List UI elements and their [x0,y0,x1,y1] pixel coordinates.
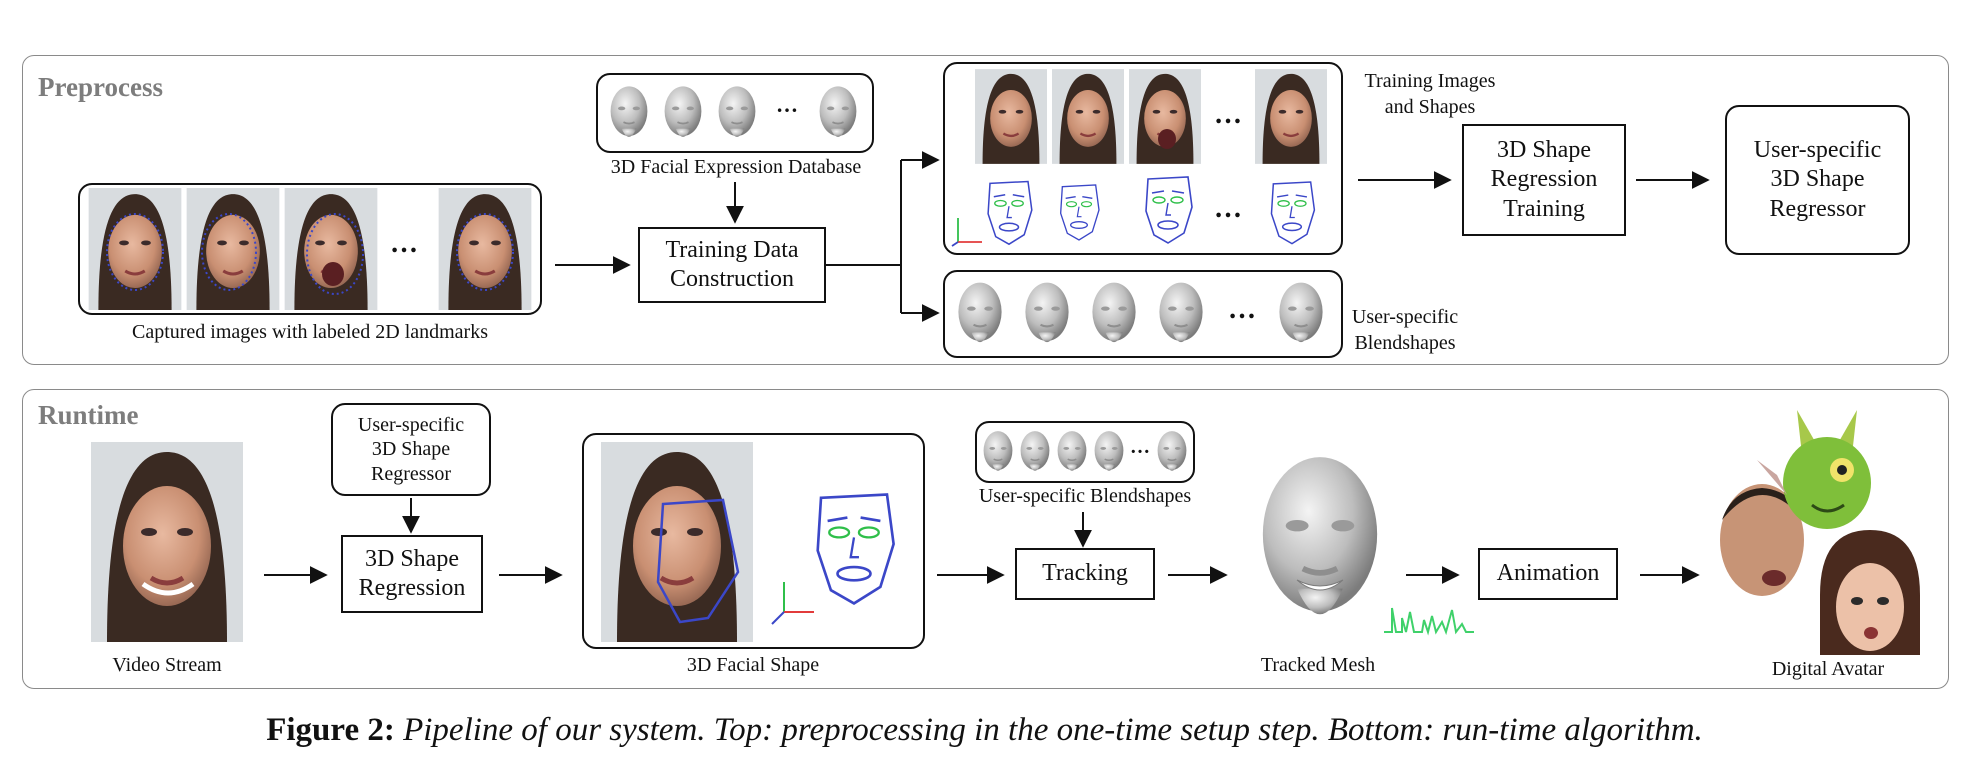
captured-image-4 [437,188,533,310]
database-head-1 [609,85,649,138]
training-image-4 [1255,69,1327,164]
avatar-green-creature [1757,410,1871,529]
training-shape-3 [1145,176,1193,244]
runtime-blendshapes-ellipsis: … [1130,436,1150,458]
database-head-4 [818,85,858,138]
runtime-blendshape-5 [1156,430,1188,472]
runtime-blendshape-2 [1019,430,1051,472]
shape-regression-box: 3D Shape Regression [341,535,483,613]
blendshape-head-5 [1278,281,1324,344]
arrow-animation-to-avatar [1640,566,1700,584]
blendshape-head-3 [1091,281,1137,344]
video-stream-label: Video Stream [112,654,222,676]
avatar-human-male [1720,484,1804,596]
arrow-shape-to-tracking [937,566,1005,584]
database-head-3 [717,85,757,138]
captured-image-1 [87,188,183,310]
figure-caption: Figure 2: Pipeline of our system. Top: p… [0,712,1969,749]
coefficient-bars-chart [1384,607,1474,636]
training-image-1 [975,69,1047,164]
database-label: 3D Facial Expression Database [610,156,862,178]
tracked-mesh-head [1245,440,1395,640]
user-specific-regressor-box: User-specific 3D Shape Regressor [1725,105,1910,255]
runtime-title: Runtime [38,400,139,430]
blendshape-head-1 [957,281,1003,344]
training-shape-1 [987,180,1033,245]
facial-shape-wireframe [816,493,896,605]
video-stream-image [88,442,246,642]
arrow-captured-to-training [555,256,631,274]
database-head-2 [663,85,703,138]
captured-image-2 [185,188,281,310]
arrow-tracking-to-mesh [1168,566,1228,584]
training-images-ellipsis: … [1214,99,1242,130]
axes-icon [951,218,982,247]
axes-icon [771,582,814,625]
blendshapes-box [943,270,1343,358]
training-shape-4 [1270,181,1316,245]
runtime-blendshape-3 [1056,430,1088,472]
training-image-2 [1052,69,1124,164]
captured-image-3 [283,188,379,310]
blendshape-head-2 [1024,281,1070,344]
figure-caption-text: Pipeline of our system. Top: preprocessi… [403,712,1703,748]
database-ellipsis: … [776,92,798,117]
captured-images-label: Captured images with labeled 2D landmark… [131,321,488,343]
runtime-blendshapes-label: User-specific Blendshapes [978,485,1192,507]
runtime-blendshape-4 [1093,430,1125,472]
arrow-database-to-training [726,182,744,224]
runtime-regressor-box: User-specific 3D Shape Regressor [331,403,491,496]
training-shapes-ellipsis: … [1214,193,1242,224]
animation-box: Animation [1478,548,1618,600]
facial-shape-photo [598,442,756,642]
training-shape-2 [1059,184,1100,241]
digital-avatar-label: Digital Avatar [1771,658,1885,680]
training-data-construction-box: Training Data Construction [638,227,826,303]
regression-training-box: 3D Shape Regression Training [1462,124,1626,236]
arrow-blendshapes-to-tracking [1074,512,1092,548]
blendshape-head-4 [1158,281,1204,344]
captured-ellipsis: … [390,228,418,259]
tracked-mesh-label: Tracked Mesh [1260,654,1376,676]
blendshapes-label: User-specific Blendshapes [1351,306,1459,354]
arrow-to-regression-training [1358,171,1452,189]
arrow-regression-to-shape [499,566,563,584]
arrow-mesh-to-animation [1406,566,1460,584]
training-images-label: Training Images and Shapes [1364,70,1496,118]
arrow-video-to-regression [264,566,328,584]
arrow-regressor-to-regression [402,498,420,534]
arrow-training-branch [826,151,940,322]
runtime-blendshape-1 [982,430,1014,472]
avatar-cartoon-girl [1820,530,1920,655]
figure-label: Figure 2: [266,712,395,748]
blendshapes-ellipsis: … [1228,294,1256,325]
preprocess-title: Preprocess [38,72,163,102]
facial-shape-label: 3D Facial Shape [686,654,820,676]
arrow-to-regressor [1636,171,1710,189]
tracking-box: Tracking [1015,548,1155,600]
training-image-3 [1129,69,1201,164]
